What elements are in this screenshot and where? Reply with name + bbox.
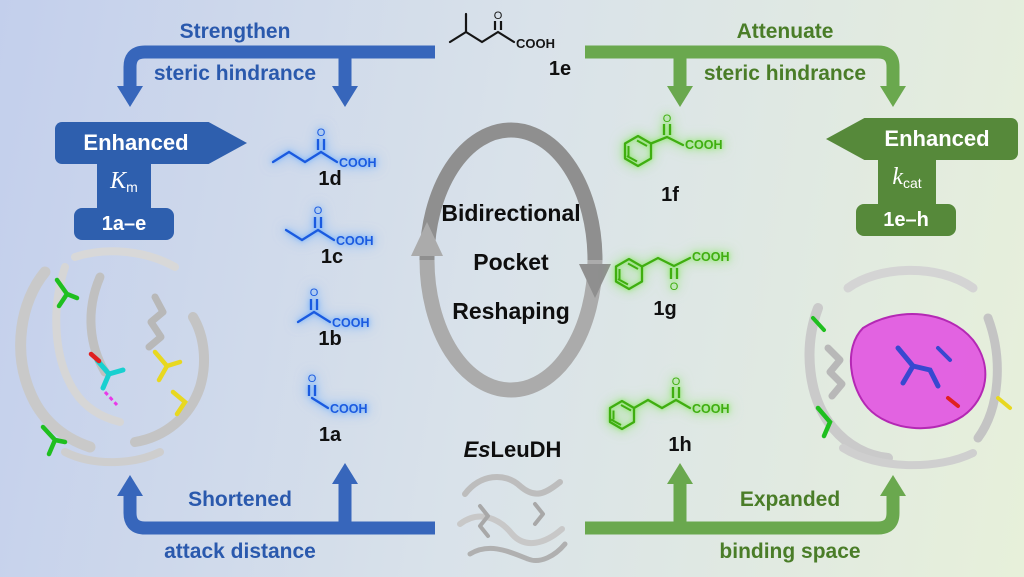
structure-1g: O COOH (614, 250, 730, 293)
structure-1a: O COOH (308, 373, 368, 416)
enzyme-cartoon (457, 473, 568, 563)
structure-1d: O COOH (271, 127, 377, 170)
arrow-attenuate (585, 45, 906, 107)
compound-label-1c: 1c (320, 246, 344, 268)
compound-label-1f: 1f (661, 184, 679, 206)
residue-sticks-green-bottom (40, 424, 68, 457)
o-atom-label: O (494, 10, 503, 22)
structure-1b: O COOH (296, 287, 370, 330)
cooh-label: COOH (692, 402, 730, 416)
range-label-right: 1e–h (883, 208, 929, 231)
o-atom-label: O (308, 373, 317, 385)
cooh-label: COOH (339, 156, 377, 170)
structure-1e: O COOH (448, 10, 555, 51)
km-symbol: K (110, 168, 127, 194)
label-steric-hindrance-left: steric hindrance (153, 62, 317, 85)
kcat-symbol: k (892, 164, 903, 190)
enhanced-label-left: Enhanced (83, 130, 189, 155)
label-expanded: Expanded (739, 488, 841, 511)
protein-structure-right (804, 265, 1012, 470)
cycle-text-line2: Pocket (473, 249, 549, 275)
o-atom-label: O (672, 376, 681, 388)
cooh-label: COOH (516, 36, 555, 51)
arrow-strengthen (117, 45, 435, 107)
oxygen-stick-red (88, 351, 102, 364)
cycle-arrowhead-down (579, 264, 611, 298)
ligand-sticks-blue (895, 345, 941, 389)
structure-1h: O COOH (608, 376, 730, 431)
label-attenuate: Attenuate (736, 20, 834, 43)
label-strengthen: Strengthen (179, 20, 291, 43)
o-atom-label: O (314, 205, 323, 217)
compound-label-1g: 1g (653, 298, 677, 320)
arrow-expanded (585, 463, 906, 535)
ligand-stick-blue2 (936, 346, 952, 362)
compound-label-1a: 1a (318, 424, 342, 446)
enzyme-name-rest: LeuDH (490, 437, 562, 462)
interaction-dash-magenta (103, 390, 119, 407)
signpost-kcat: Enhanced kcat 1e–h (826, 118, 1018, 236)
residue-sticks-yellow (152, 349, 183, 383)
compound-label-1h: 1h (668, 434, 692, 456)
compound-label-1b: 1b (318, 328, 342, 350)
residue-stick-yellow (996, 396, 1012, 410)
compound-range-right: 1e–h (856, 204, 956, 236)
oxygen-stick-red (946, 396, 960, 408)
o-atom-label: O (670, 281, 679, 293)
compound-range-left: 1a–e (74, 208, 174, 240)
enhanced-sign-left: Enhanced (55, 122, 247, 164)
bidirectional-cycle-arrows (411, 122, 611, 398)
residue-sticks-yellow2 (170, 389, 188, 417)
residue-sticks-green-top (54, 277, 80, 309)
cooh-label: COOH (332, 316, 370, 330)
structure-1c: O COOH (284, 205, 374, 248)
enzyme-name: EsLeuDH (440, 437, 585, 463)
kcat-subscript: cat (902, 175, 922, 192)
binding-pocket-surface-magenta (849, 313, 987, 430)
enhanced-sign-right: Enhanced (826, 118, 1018, 160)
o-atom-label: O (310, 287, 319, 299)
cooh-label: COOH (692, 250, 730, 264)
cycle-arrowhead-up (411, 222, 443, 256)
cycle-text-line3: Reshaping (452, 298, 570, 324)
kcat-post: kcat (878, 160, 936, 204)
residue-sticks-green (815, 405, 833, 439)
cooh-label: COOH (330, 402, 368, 416)
label-binding-space: binding space (719, 540, 861, 563)
km-subscript: m (126, 179, 138, 196)
km-post: Km (97, 164, 151, 208)
compound-label-1d: 1d (318, 168, 342, 190)
arrow-shortened (117, 463, 435, 535)
range-label-left: 1a–e (101, 212, 147, 235)
label-steric-hindrance-right: steric hindrance (703, 62, 867, 85)
cooh-label: COOH (336, 234, 374, 248)
label-attack-distance: attack distance (164, 540, 316, 563)
o-atom-label: O (317, 127, 326, 139)
enzyme-name-italic: Es (463, 437, 491, 462)
structure-1f: O COOH (623, 113, 723, 168)
compound-label-1e: 1e (548, 58, 572, 80)
protein-structure-left (15, 247, 209, 467)
o-atom-label: O (663, 113, 672, 125)
signpost-km: Enhanced Km 1a–e (55, 122, 247, 240)
label-shortened: Shortened (188, 488, 292, 511)
residue-stick-green2 (811, 316, 826, 332)
cycle-text-line1: Bidirectional (441, 200, 581, 226)
ligand-sticks-cyan (94, 357, 126, 391)
cooh-label: COOH (685, 138, 723, 152)
enhanced-label-right: Enhanced (884, 126, 990, 151)
